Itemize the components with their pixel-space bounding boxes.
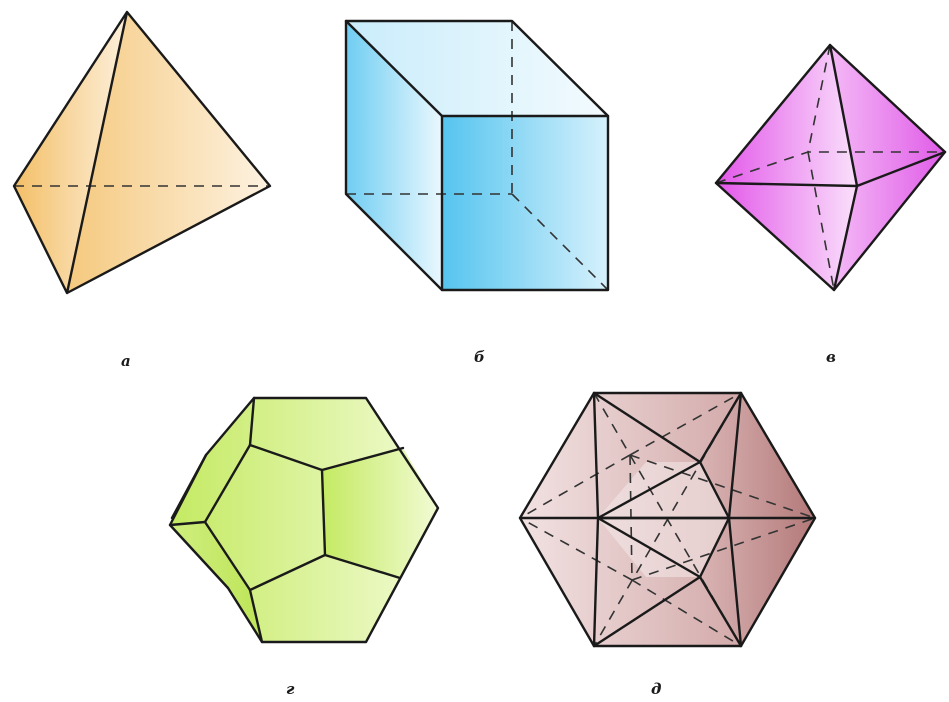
octahedron-face-upper-right [830,45,945,186]
tetrahedron-face-left [14,12,127,293]
icosahedron-face-right-dark [700,393,815,646]
octahedron-edge-front-vertical-bottom [832,184,859,292]
tetrahedron-edges [12,10,272,295]
tetrahedron [12,10,272,295]
label-cube: б [474,348,485,366]
label-dodecahedron: г [286,680,295,698]
dodecahedron-front-face [203,443,327,592]
octahedron-hidden-edge-bottom [807,151,835,291]
octahedron-edge-front-vertical-top [828,43,859,188]
icosahedron [518,391,817,648]
icosahedron-front-triangle-down [596,516,731,579]
dodecahedron-edge-4 [248,588,264,644]
dodecahedron-face-right [322,448,438,578]
octahedron-face-lower-left [716,183,857,290]
label-octahedron: в [826,348,836,366]
cube-face-left [346,21,442,290]
octahedron-face-upper-left [716,45,857,186]
dodecahedron-edge-3 [323,553,402,580]
icosahedron-front-edges [518,391,817,648]
cube-face-front [442,116,608,290]
cube-hidden-edge-depth [511,193,609,291]
label-tetrahedron: а [121,352,131,370]
dodecahedron-edge-6 [170,453,208,520]
dodecahedron-edge-1 [248,396,256,447]
dodecahedron-edge-5 [168,520,207,527]
dodecahedron [168,396,440,644]
octahedron-hidden-edge-top [807,44,831,153]
tetrahedron-face-right [67,12,270,293]
octahedron [714,43,947,292]
label-icosahedron: д [651,680,661,698]
cube [344,19,610,292]
octahedron-edge-equator-right [855,150,947,188]
cube-outline [344,19,610,292]
dodecahedron-edge-2 [320,446,405,472]
cube-face-top [346,21,608,116]
octahedron-edge-equator-left [714,181,859,188]
